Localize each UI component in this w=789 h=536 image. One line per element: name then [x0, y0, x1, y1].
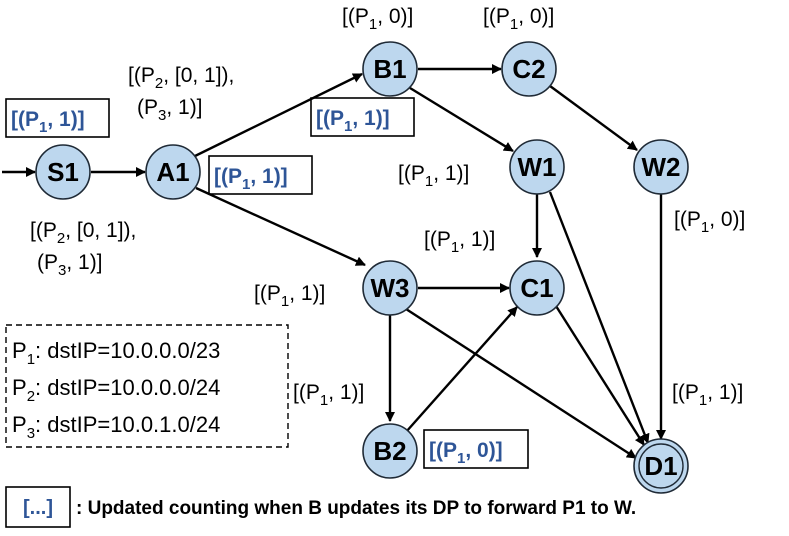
- node-a1[interactable]: A1: [145, 144, 201, 200]
- edge-w1-d1: [548, 191, 650, 444]
- node-b1-label: B1: [373, 54, 406, 84]
- node-c1-label: C1: [520, 273, 553, 303]
- node-b2[interactable]: B2: [362, 423, 418, 479]
- node-w3[interactable]: W3: [362, 260, 418, 316]
- node-d1-label: D1: [644, 451, 677, 481]
- label-d1-above: [(P1, 1)]: [672, 381, 743, 409]
- label-b2-above: [(P1, 1)]: [293, 381, 364, 409]
- edge-b2-c1: [405, 306, 518, 433]
- edge-b1-w1: [409, 86, 514, 153]
- node-w1-label: W1: [518, 152, 557, 182]
- label-s1-below-1: [(P2, [0, 1]),: [30, 219, 136, 247]
- legend-p3: P3: dstIP=10.0.1.0/24: [12, 412, 220, 442]
- label-a1-updated: [(P1, 1)]: [214, 165, 288, 193]
- nodes: S1 A1 B1 C2 W1 W2 W3 C1: [35, 41, 689, 494]
- edges: [2, 64, 666, 460]
- node-w2[interactable]: W2: [633, 139, 689, 195]
- node-b2-label: B2: [373, 436, 406, 466]
- node-c2-label: C2: [512, 54, 545, 84]
- label-b1-above: [(P1, 0)]: [342, 5, 413, 33]
- node-s1-label: S1: [47, 157, 79, 187]
- label-c1-above: [(P1, 1)]: [424, 228, 495, 256]
- node-c2[interactable]: C2: [501, 41, 557, 97]
- legend-p1: P1: dstIP=10.0.0.0/23: [12, 338, 220, 368]
- label-w3-left: [(P1, 1)]: [254, 282, 325, 310]
- node-w3-label: W3: [371, 273, 410, 303]
- label-a1-above-2: (P3, 1)]: [137, 96, 203, 124]
- footer-text: : Updated counting when B updates its DP…: [76, 498, 636, 519]
- footer: [...] : Updated counting when B updates …: [5, 486, 636, 528]
- edge-a1-b1: [194, 72, 363, 158]
- edge-a1-w3: [195, 186, 366, 267]
- label-a1-above-1: [(P2, [0, 1]),: [128, 64, 234, 92]
- edge-c2-w2: [549, 85, 638, 151]
- label-b1-updated: [(P1, 1)]: [316, 107, 390, 135]
- edge-c1-d1: [554, 305, 646, 446]
- node-s1[interactable]: S1: [35, 144, 91, 200]
- node-a1-label: A1: [156, 157, 189, 187]
- node-w1[interactable]: W1: [509, 139, 565, 195]
- legend-p2: P2: dstIP=10.0.0.0/24: [12, 375, 220, 405]
- label-w2-below: [(P1, 0)]: [674, 208, 745, 236]
- node-b1[interactable]: B1: [362, 41, 418, 97]
- label-c2-above: [(P1, 0)]: [483, 5, 554, 33]
- node-w2-label: W2: [642, 152, 681, 182]
- label-s1-updated: [(P1, 1)]: [11, 108, 85, 136]
- node-d1[interactable]: D1: [633, 438, 689, 494]
- label-w1-left: [(P1, 1)]: [398, 162, 469, 190]
- edge-w3-d1: [405, 307, 637, 460]
- label-b2-updated: [(P1, 0)]: [429, 439, 503, 467]
- legend: P1: dstIP=10.0.0.0/23 P2: dstIP=10.0.0.0…: [5, 324, 289, 448]
- label-s1-below-2: (P3, 1)]: [37, 251, 103, 279]
- footer-key: [...]: [23, 497, 53, 519]
- node-c1[interactable]: C1: [509, 260, 565, 316]
